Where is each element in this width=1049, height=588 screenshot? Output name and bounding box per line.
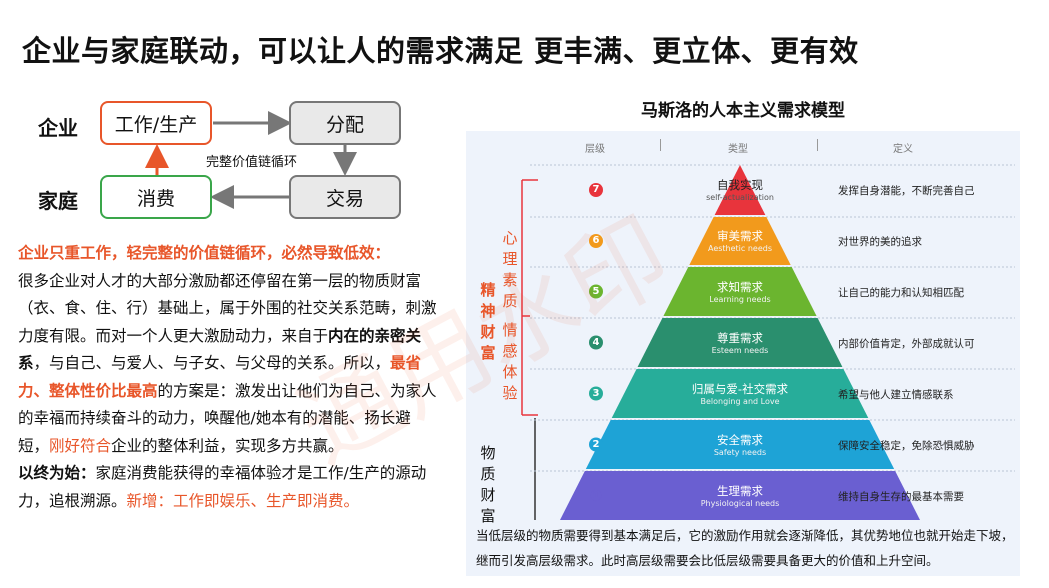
side-label-psych: 心理素质 — [502, 229, 518, 310]
header-definition: 定义 — [893, 144, 913, 155]
level-name-en: Learning needs — [709, 294, 771, 304]
flow-arrows — [145, 111, 357, 209]
level-number: ① — [589, 485, 603, 505]
box-consume: 消费 — [100, 175, 212, 219]
pyramid-tier — [585, 420, 895, 469]
level-name: 归属与爱-社交需求 — [691, 381, 789, 396]
level-number: 7 — [592, 184, 600, 195]
level-name-en: Safety needs — [713, 447, 767, 457]
header-divider — [660, 139, 661, 151]
level-name-en: Physiological needs — [700, 498, 780, 508]
side-label-spirit: 精神财富 — [480, 281, 496, 362]
text-highlight: 刚好符合 — [49, 436, 112, 455]
body-paragraph-2: 以终为始：家庭消费能获得的幸福体验才是工作/生产的源动力，追根溯源。新增：工作即… — [18, 460, 440, 515]
level-badge — [589, 335, 603, 350]
side-label-feel: 情感体验 — [502, 321, 518, 402]
level-name: 尊重需求 — [717, 330, 763, 345]
pyramid-tier — [611, 369, 869, 418]
level-name-en: Esteem needs — [711, 345, 769, 355]
level-number: 5 — [592, 285, 600, 297]
level-number: 4 — [592, 336, 600, 348]
text-segment: 企业的整体利益，实现多方共赢。 — [111, 436, 344, 455]
loop-label: 完整价值链循环 — [206, 155, 298, 170]
level-definition: 维持自身生存的最基本需要 — [838, 490, 964, 503]
level-definition: 保障安全稳定，免除恐惧威胁 — [838, 439, 975, 452]
text-segment: 家庭消费能获得的幸福体验才是工作/生产的源动力，追根溯源。 — [18, 464, 427, 510]
body-heading: 企业只重工作，轻完整的价值链循环，必然导致低效： — [18, 244, 391, 262]
level-definition: 让自己的能力和认知相匹配 — [838, 286, 964, 299]
side-label-material: 物质财富 — [480, 444, 496, 525]
pyramid-tier — [663, 267, 817, 316]
level-definition: 发挥自身潜能，不断完善自己 — [838, 185, 975, 197]
text-highlight: 最省力、整体性价比最高 — [18, 354, 422, 400]
level-definition: 对世界的美的追求 — [838, 236, 922, 248]
text-segment: 很多企业对人才的大部分激励都还停留在第一层的物质财富（衣、食、住、行）基础上，属… — [18, 271, 437, 345]
level-badge — [589, 234, 603, 248]
pyramid-caption: 当低层级的物质需要得到基本满足后，它的激励作用就会逐渐降低，其优势地位也就开始走… — [476, 528, 1014, 568]
level-name: 求知需求 — [717, 279, 763, 294]
header-type: 类型 — [728, 144, 748, 155]
box-work: 工作/生产 — [100, 101, 212, 145]
level-number: 2 — [592, 438, 600, 450]
body-text: 企业只重工作，轻完整的价值链循环，必然导致低效： 很多企业对人才的大部分激励都还… — [18, 240, 440, 515]
pyramid-title: 马斯洛的人本主义需求模型 — [641, 101, 845, 121]
row-label-enterprise: 企业 — [38, 116, 78, 140]
level-badge — [589, 386, 603, 401]
row-label-family: 家庭 — [38, 189, 78, 213]
box-trade: 交易 — [289, 175, 401, 219]
level-name: 自我实现 — [717, 178, 763, 192]
level-name-en: Aesthetic needs — [707, 244, 772, 253]
body-paragraph-1: 很多企业对人才的大部分激励都还停留在第一层的物质财富（衣、食、住、行）基础上，属… — [18, 268, 440, 461]
level-name: 安全需求 — [717, 432, 763, 447]
box-distribute: 分配 — [289, 101, 401, 145]
text-emphasis: 内在的亲密关系 — [18, 326, 422, 373]
text-emphasis: 以终为始： — [18, 464, 96, 482]
text-segment: ，与自己、与爱人、与子女、与父母的关系。所以， — [33, 354, 391, 372]
header-divider — [817, 139, 818, 151]
level-name: 审美需求 — [717, 229, 763, 243]
pyramid-tier — [637, 318, 843, 367]
level-number: 3 — [592, 387, 600, 399]
pyramid-tier — [714, 165, 766, 215]
level-badge — [589, 437, 603, 452]
level-badge — [589, 183, 603, 197]
level-name: 生理需求 — [717, 483, 763, 498]
level-definition: 内部价值肯定，外部成就认可 — [838, 337, 975, 350]
level-definition: 希望与他人建立情感联系 — [838, 388, 954, 401]
level-number: 6 — [592, 235, 600, 246]
text-highlight: 新增：工作即娱乐、生产即消费。 — [126, 491, 360, 510]
pyramid-tier — [689, 217, 791, 265]
level-name-en: Belonging and Love — [700, 396, 780, 406]
page-title: 企业与家庭联动，可以让人的需求满足 更丰满、更立体、更有效 — [22, 34, 859, 68]
level-badge — [589, 284, 603, 299]
level-name-en: self-actualization — [706, 193, 774, 202]
header-level: 层级 — [585, 144, 605, 155]
text-segment: 的方案是：激发出让他们为自己、为家人的幸福而持续奋斗的动力，唤醒他/她本有的潜能… — [18, 381, 437, 455]
pyramid-tier — [560, 471, 920, 520]
